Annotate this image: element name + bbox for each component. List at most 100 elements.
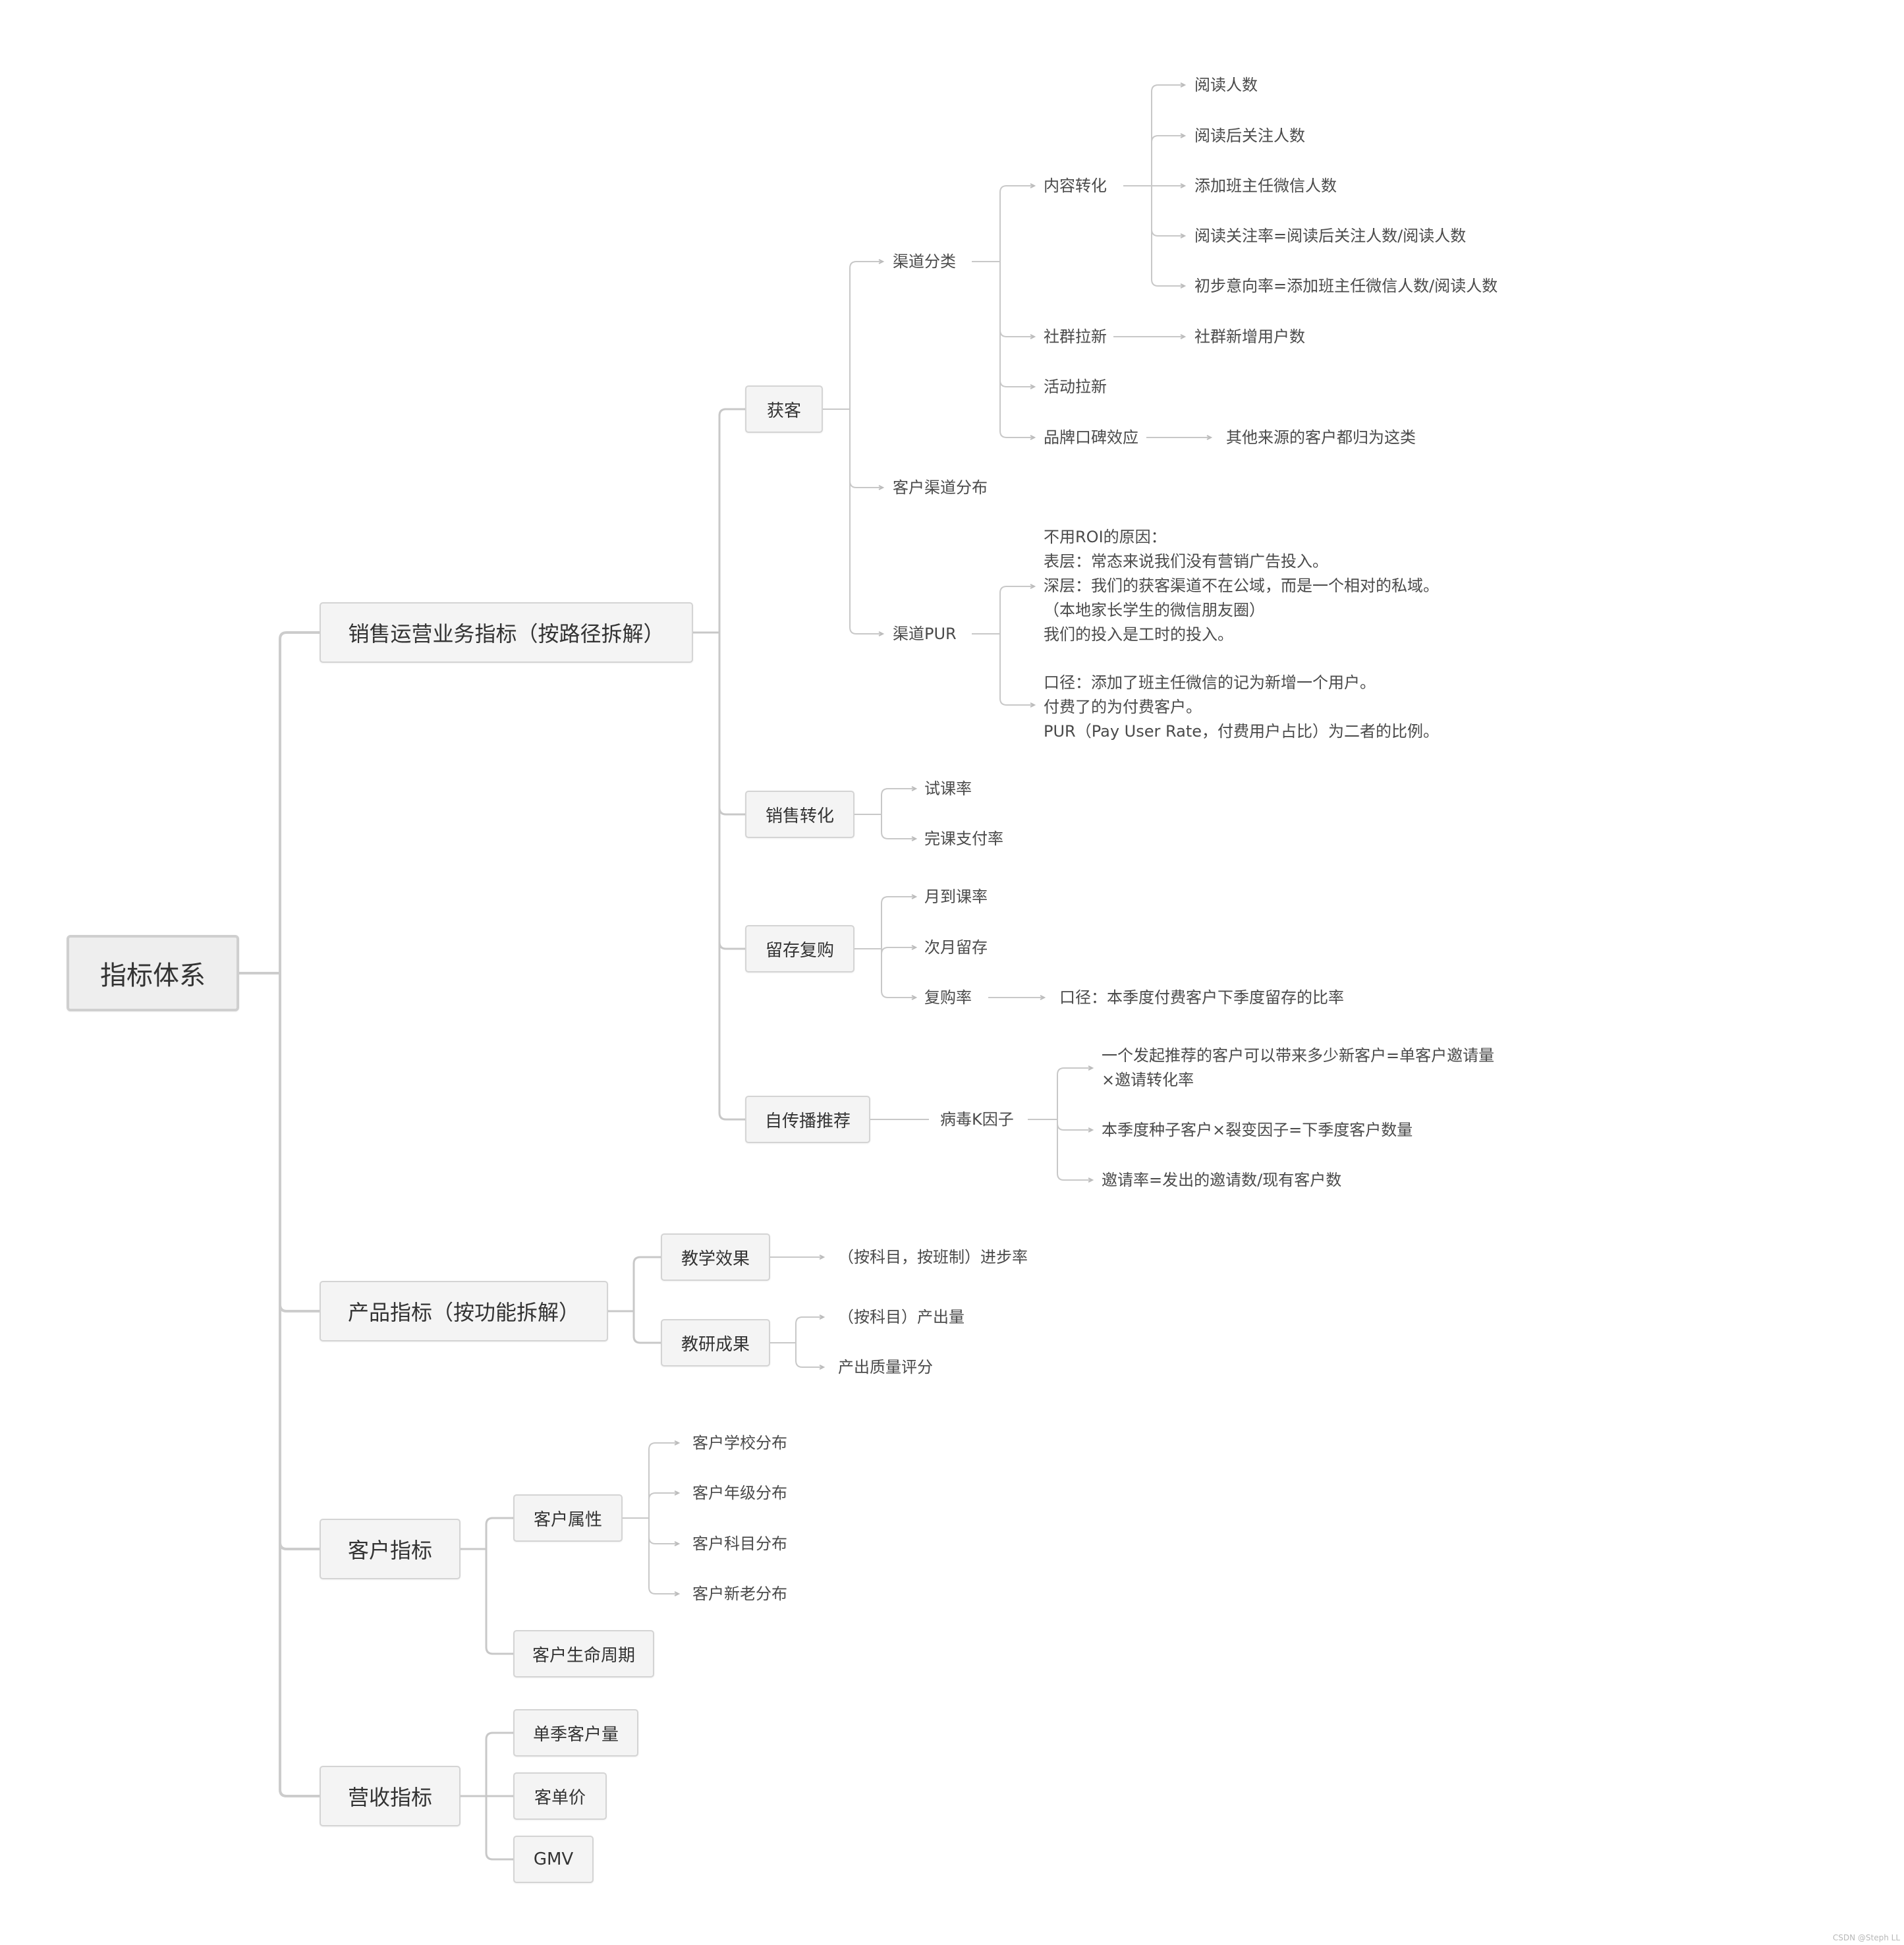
invite-rate-label: 邀请率=发出的邀请数/现有客户数 xyxy=(1102,1171,1342,1189)
connector xyxy=(485,1796,513,1861)
arrow-icon xyxy=(1180,233,1187,239)
completion-pay-rate-label[interactable]: 完课支付率 xyxy=(924,830,1003,848)
connector xyxy=(999,262,1034,337)
root-node[interactable]: 指标体系 xyxy=(67,935,239,1011)
connector xyxy=(1057,1119,1092,1181)
connector xyxy=(1151,186,1185,237)
community-new-users-label[interactable]: 社群新增用户数 xyxy=(1194,327,1305,346)
subject-distribution-label[interactable]: 客户科目分布 xyxy=(692,1535,787,1553)
sales-conversion-node[interactable]: 销售转化 xyxy=(745,791,854,838)
output-quality-label[interactable]: 产出质量评分 xyxy=(838,1358,933,1376)
read-follow-rate-label[interactable]: 阅读关注率=阅读后关注人数/阅读人数 xyxy=(1194,227,1467,245)
connector xyxy=(881,949,916,998)
other-sources-label[interactable]: 其他来源的客户都归为这类 xyxy=(1226,428,1416,447)
channel-pur-label[interactable]: 渠道PUR xyxy=(893,625,957,643)
read-follow-count-label[interactable]: 阅读后关注人数 xyxy=(1194,127,1305,145)
connector xyxy=(279,973,320,1312)
acquisition-node[interactable]: 获客 xyxy=(745,385,823,433)
activity-label[interactable]: 活动拉新 xyxy=(1044,378,1107,396)
wechat-add-count-label[interactable]: 添加班主任微信人数 xyxy=(1194,177,1337,195)
connector xyxy=(718,633,745,1121)
connector xyxy=(1057,1119,1092,1131)
connector xyxy=(881,947,916,955)
output-volume-label[interactable]: （按科目）产出量 xyxy=(838,1308,965,1326)
connector xyxy=(485,1732,513,1796)
repurchase-rate-label[interactable]: 复购率 xyxy=(924,988,972,1007)
teaching-effect-node[interactable]: 教学效果 xyxy=(661,1233,770,1281)
connector xyxy=(999,634,1034,706)
k-factor-label[interactable]: 病毒K因子 xyxy=(940,1110,1014,1129)
grade-distribution-label[interactable]: 客户年级分布 xyxy=(692,1484,787,1502)
unit-price-node[interactable]: 客单价 xyxy=(513,1772,607,1820)
connector xyxy=(795,1316,824,1343)
connector xyxy=(279,631,320,973)
connector xyxy=(849,409,883,634)
arrow-icon xyxy=(1088,1127,1094,1133)
season-customers-node[interactable]: 单季客户量 xyxy=(513,1709,638,1757)
referral-new-customers-label: 一个发起推荐的客户可以带来多少新客户=单客户邀请量 ×邀请转化率 xyxy=(1102,1046,1495,1089)
arrow-icon xyxy=(674,1591,681,1596)
arrow-icon xyxy=(1180,183,1187,188)
monthly-attendance-label[interactable]: 月到课率 xyxy=(924,888,988,906)
connector xyxy=(648,1518,679,1544)
sales-indicators-node[interactable]: 销售运营业务指标（按路径拆解） xyxy=(320,602,693,663)
channel-class-label[interactable]: 渠道分类 xyxy=(893,252,956,271)
arrow-icon xyxy=(1030,435,1036,440)
arrow-icon xyxy=(1030,584,1036,589)
connector xyxy=(1151,186,1185,287)
connector xyxy=(279,973,320,1550)
read-count-label[interactable]: 阅读人数 xyxy=(1194,76,1258,94)
connector xyxy=(718,408,745,633)
arrow-icon xyxy=(911,836,918,841)
retention-node[interactable]: 留存复购 xyxy=(745,925,854,972)
connector xyxy=(632,1256,661,1311)
next-month-retention-label[interactable]: 次月留存 xyxy=(924,938,988,957)
customer-lifecycle-node[interactable]: 客户生命周期 xyxy=(513,1630,654,1677)
new-old-distribution-label[interactable]: 客户新老分布 xyxy=(692,1585,787,1603)
connector xyxy=(648,1442,679,1518)
research-results-node[interactable]: 教研成果 xyxy=(661,1319,770,1367)
connector xyxy=(1057,1067,1092,1119)
arrow-icon xyxy=(1030,384,1036,389)
brand-label[interactable]: 品牌口碑效应 xyxy=(1044,428,1138,447)
arrow-icon xyxy=(1030,702,1036,708)
arrow-icon xyxy=(1180,133,1187,138)
arrow-icon xyxy=(819,1365,826,1370)
connector xyxy=(718,633,745,950)
connector xyxy=(632,1311,661,1344)
referral-node[interactable]: 自传播推荐 xyxy=(745,1096,870,1143)
customer-indicators-node[interactable]: 客户指标 xyxy=(320,1519,461,1579)
intent-rate-label[interactable]: 初步意向率=添加班主任微信人数/阅读人数 xyxy=(1194,277,1498,295)
pur-reason-note: 不用ROI的原因： 表层：常态来说我们没有营销广告投入。 深层：我们的获客渠道不… xyxy=(1044,528,1439,644)
arrow-icon xyxy=(1180,82,1187,88)
arrow-icon xyxy=(911,894,918,899)
connector xyxy=(279,973,320,1797)
gmv-node[interactable]: GMV xyxy=(513,1836,594,1883)
connector xyxy=(485,1549,513,1655)
progress-rate-label[interactable]: （按科目，按班制）进步率 xyxy=(838,1248,1028,1266)
arrow-icon xyxy=(674,1440,681,1446)
connector xyxy=(999,185,1034,262)
customer-attributes-node[interactable]: 客户属性 xyxy=(513,1494,623,1542)
trial-rate-label[interactable]: 试课率 xyxy=(924,779,972,798)
connector xyxy=(795,1343,824,1368)
arrow-icon xyxy=(1030,183,1036,188)
arrow-icon xyxy=(674,1541,681,1546)
arrow-icon xyxy=(878,631,885,636)
arrow-icon xyxy=(1040,995,1046,1000)
arrow-icon xyxy=(878,485,885,490)
product-indicators-node[interactable]: 产品指标（按功能拆解） xyxy=(320,1281,608,1341)
community-label[interactable]: 社群拉新 xyxy=(1044,327,1107,346)
arrow-icon xyxy=(911,945,918,950)
connector xyxy=(849,409,883,488)
connector xyxy=(718,633,745,816)
channel-distribution-label[interactable]: 客户渠道分布 xyxy=(893,478,988,497)
connector xyxy=(881,814,916,839)
content-conversion-label[interactable]: 内容转化 xyxy=(1044,177,1107,195)
school-distribution-label[interactable]: 客户学校分布 xyxy=(692,1434,787,1452)
arrow-icon xyxy=(911,995,918,1000)
connector xyxy=(999,586,1034,634)
connector xyxy=(648,1518,679,1594)
revenue-indicators-node[interactable]: 营收指标 xyxy=(320,1766,461,1826)
